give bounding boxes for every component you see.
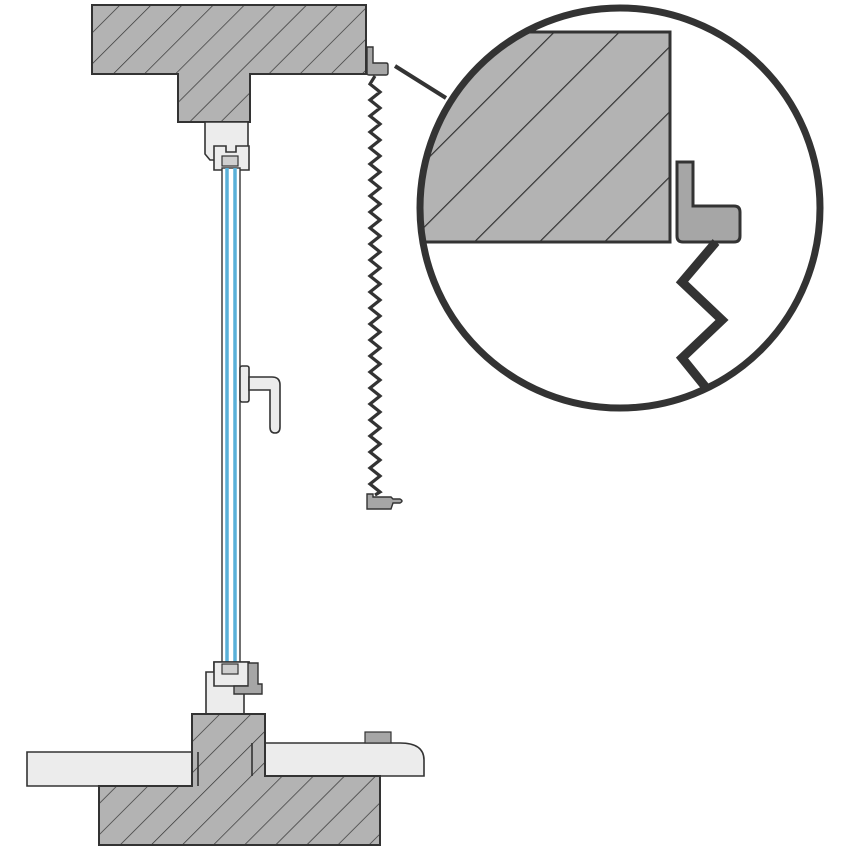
detail-circle-outline [416, 4, 824, 412]
detail-zigzag-pleat [675, 239, 729, 403]
detail-leader-line [393, 64, 448, 100]
sill-section [98, 713, 381, 846]
l-bracket-icon [366, 46, 389, 76]
glass-pane [221, 167, 241, 671]
lintel-section [91, 4, 367, 123]
lower-frame-profile [205, 661, 263, 723]
upper-frame-profile [204, 121, 250, 171]
blind-bottom-rail [366, 493, 403, 510]
sill-clip [364, 731, 392, 744]
zigzag-pleat-icon [367, 75, 383, 497]
detail-l-bracket [675, 160, 742, 244]
bottom-fastener [233, 662, 263, 695]
window-handle-icon [239, 365, 281, 434]
magnified-detail [416, 4, 824, 412]
outer-sill-ledge [251, 742, 425, 777]
inner-sill-ledge [26, 751, 199, 787]
